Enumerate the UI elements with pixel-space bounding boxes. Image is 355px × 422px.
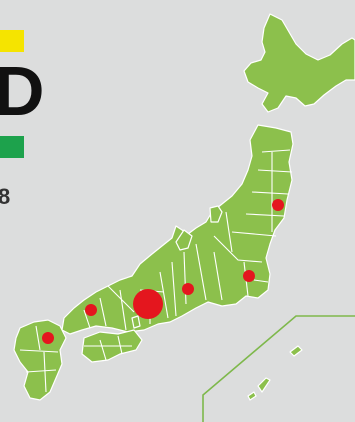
okinawa-inset-frame	[202, 315, 355, 422]
city-markers	[42, 199, 284, 344]
hokkaido-island	[243, 13, 355, 113]
city-marker-nagoya	[182, 283, 194, 295]
partial-number-label: 8	[0, 184, 11, 209]
awaji-island	[131, 315, 141, 329]
prefecture-borders	[19, 149, 293, 393]
honshu-island	[61, 124, 294, 335]
city-marker-osaka	[133, 289, 163, 319]
land-group	[13, 13, 355, 401]
accent-bar-yellow	[0, 30, 24, 52]
city-marker-fukuoka	[42, 332, 54, 344]
city-marker-tokyo	[243, 270, 255, 282]
ryukyu-islet	[289, 345, 303, 357]
city-marker-hiroshima	[85, 304, 97, 316]
accent-bar-green	[0, 136, 24, 158]
kyushu-island	[13, 319, 67, 401]
partial-heading-glyph: D	[0, 52, 45, 130]
noto-peninsula	[175, 229, 193, 251]
okinawa-island	[257, 377, 271, 393]
city-marker-sendai	[272, 199, 284, 211]
ryukyu-islet	[247, 391, 257, 401]
sado-island	[209, 205, 223, 223]
